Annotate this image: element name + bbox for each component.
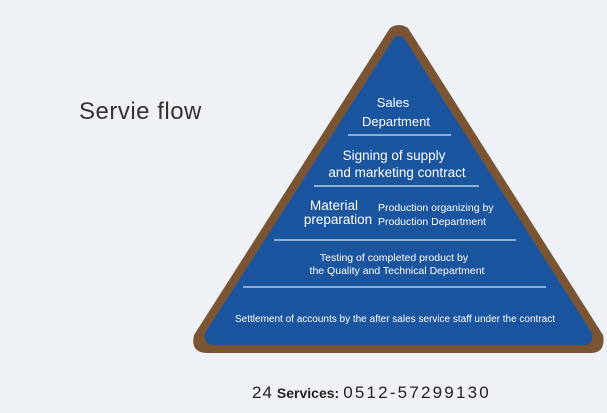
pyramid-fill bbox=[204, 36, 593, 345]
level-4-line-2: the Quality and Technical Department bbox=[310, 265, 485, 277]
level-1-line-1: Sales bbox=[377, 95, 410, 110]
page-title: Servie flow bbox=[79, 98, 202, 125]
service-prefix: 24 bbox=[252, 383, 273, 402]
service-number: 0512-57299130 bbox=[343, 383, 491, 402]
level-3-left-line-1: Material bbox=[310, 198, 358, 213]
level-5-line-1: Settlement of accounts by the after sale… bbox=[235, 314, 555, 325]
level-2-line-1: Signing of supply bbox=[343, 148, 446, 163]
service-label: Services: bbox=[276, 385, 340, 401]
level-3-right-line-1: Production organizing by bbox=[378, 202, 494, 214]
level-3-left-line-2: preparation bbox=[304, 212, 372, 227]
level-1-line-2: Department bbox=[362, 114, 430, 129]
level-3-right-line-2: Production Department bbox=[378, 216, 486, 228]
level-4-line-1: Testing of completed product by bbox=[320, 252, 469, 264]
level-2-line-2: and marketing contract bbox=[328, 165, 466, 180]
